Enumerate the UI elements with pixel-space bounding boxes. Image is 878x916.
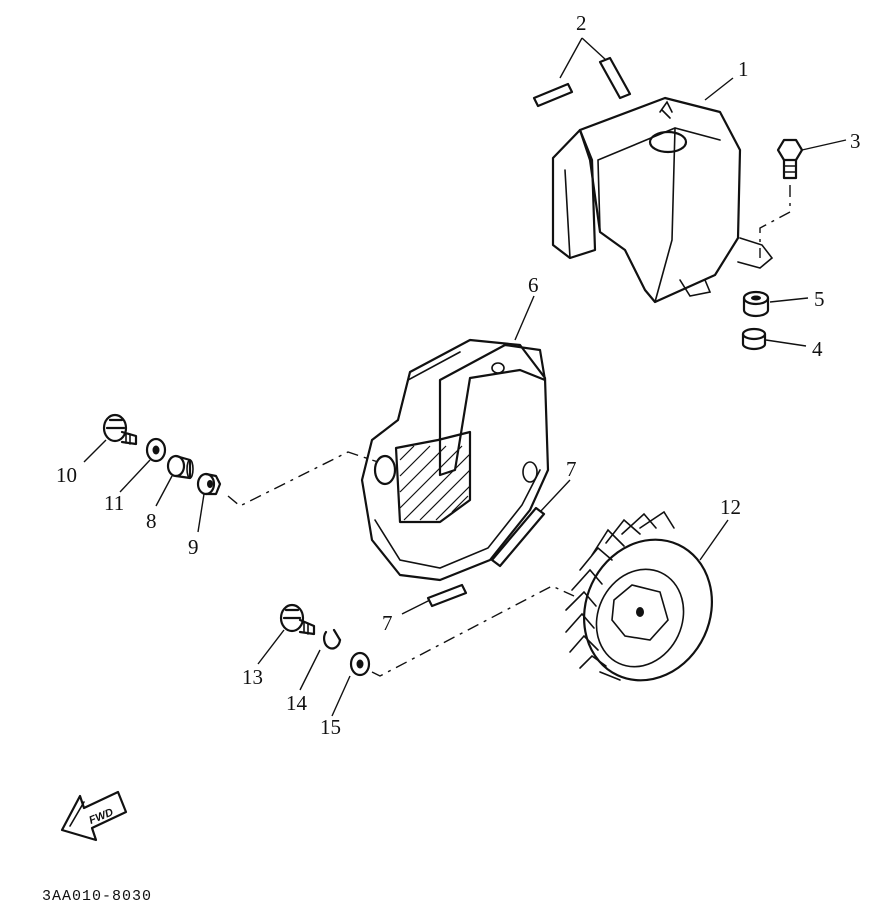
part-number-labels: 1 2 3 4 5 6 7 7 8 9 10 11 12 13 14 15 <box>56 11 861 739</box>
part-12-flywheel <box>565 510 714 682</box>
label-part-14: 14 <box>286 691 308 715</box>
part-13-bolt <box>279 603 316 636</box>
label-part-15: 15 <box>320 715 341 739</box>
part-4-collar <box>741 327 767 351</box>
part-14-lock-washer <box>323 628 342 650</box>
label-part-4: 4 <box>812 337 823 361</box>
assembly-line-housing <box>227 451 379 507</box>
label-part-11: 11 <box>104 491 124 515</box>
part-7-pin-upper <box>490 506 546 568</box>
part-7-pin-lower <box>426 583 468 608</box>
label-part-12: 12 <box>720 495 741 519</box>
label-part-2: 2 <box>576 11 587 35</box>
leader-lines <box>83 37 847 717</box>
label-part-9: 9 <box>188 535 199 559</box>
label-part-8: 8 <box>146 509 157 533</box>
fwd-arrow-icon: FWD <box>60 790 128 842</box>
label-part-10: 10 <box>56 463 77 487</box>
part-6-fan-housing <box>360 338 550 582</box>
label-part-7-lower: 7 <box>382 611 393 635</box>
part-10-bolt <box>102 413 138 446</box>
part-3-bolt <box>759 138 804 258</box>
part-1-cylinder-shroud <box>551 96 774 304</box>
part-5-grommet <box>742 290 770 318</box>
hatched-opening <box>399 445 471 521</box>
label-part-1: 1 <box>738 57 749 81</box>
part-8-collar <box>166 454 194 480</box>
label-part-6: 6 <box>528 273 539 297</box>
diagram-code: 3AA010-8030 <box>42 888 152 905</box>
label-part-13: 13 <box>242 665 263 689</box>
label-part-3: 3 <box>850 129 861 153</box>
part-15-washer <box>349 651 371 677</box>
flywheel-fins <box>565 510 675 669</box>
label-part-7-upper: 7 <box>566 457 577 481</box>
assembly-line-flywheel <box>371 585 575 677</box>
part-9-grommet <box>196 472 222 496</box>
label-part-5: 5 <box>814 287 825 311</box>
part-11-washer <box>145 437 167 463</box>
part-2-pins <box>532 56 632 108</box>
